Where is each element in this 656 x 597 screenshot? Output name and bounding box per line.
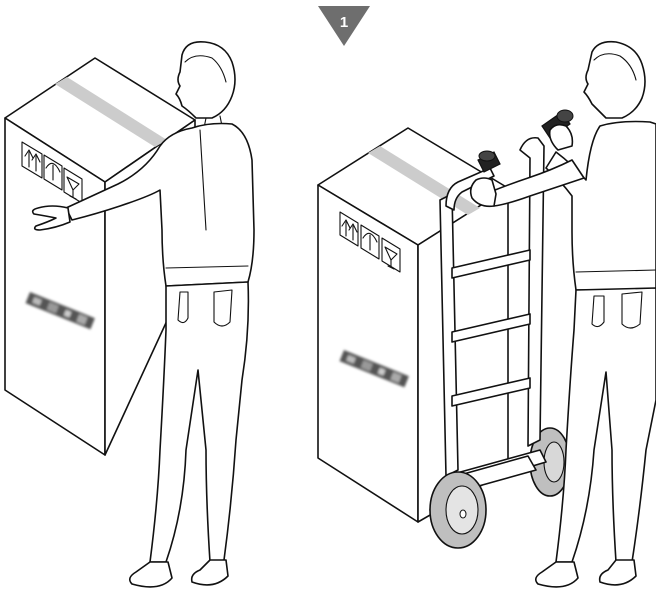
left-grip [478, 151, 500, 172]
right-panel [318, 42, 656, 587]
step-badge: 1 [318, 6, 370, 46]
front-wheel [430, 472, 486, 548]
step-number: 1 [340, 14, 348, 31]
left-panel [5, 42, 254, 587]
